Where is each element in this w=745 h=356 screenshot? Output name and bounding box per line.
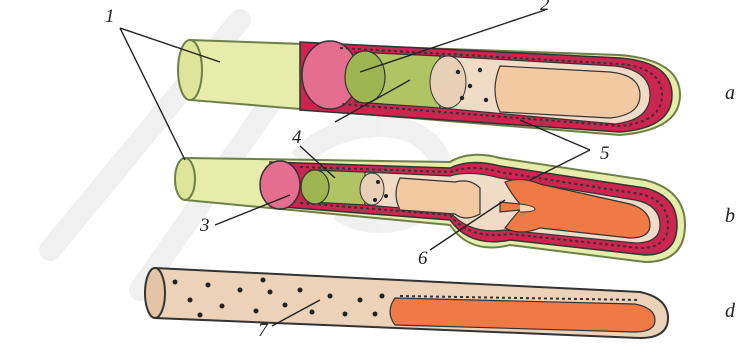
tube-d-open-end [145,268,165,318]
label-2: 2 [540,0,550,16]
tube-d [145,268,668,338]
label-3: 3 [200,215,210,237]
label-7: 7 [258,320,268,342]
tube-b-pink-disc [260,161,300,209]
row-label-b: b [725,205,735,228]
label-6: 6 [418,248,428,270]
tube-b-open-end [175,158,195,200]
label-4: 4 [292,127,302,149]
tube-b [175,155,685,262]
row-label-d: d [725,300,735,323]
row-label-a: a [725,82,735,105]
label-5: 5 [600,143,610,165]
tube-a-inner-core [495,66,640,118]
label-1: 1 [105,6,115,28]
